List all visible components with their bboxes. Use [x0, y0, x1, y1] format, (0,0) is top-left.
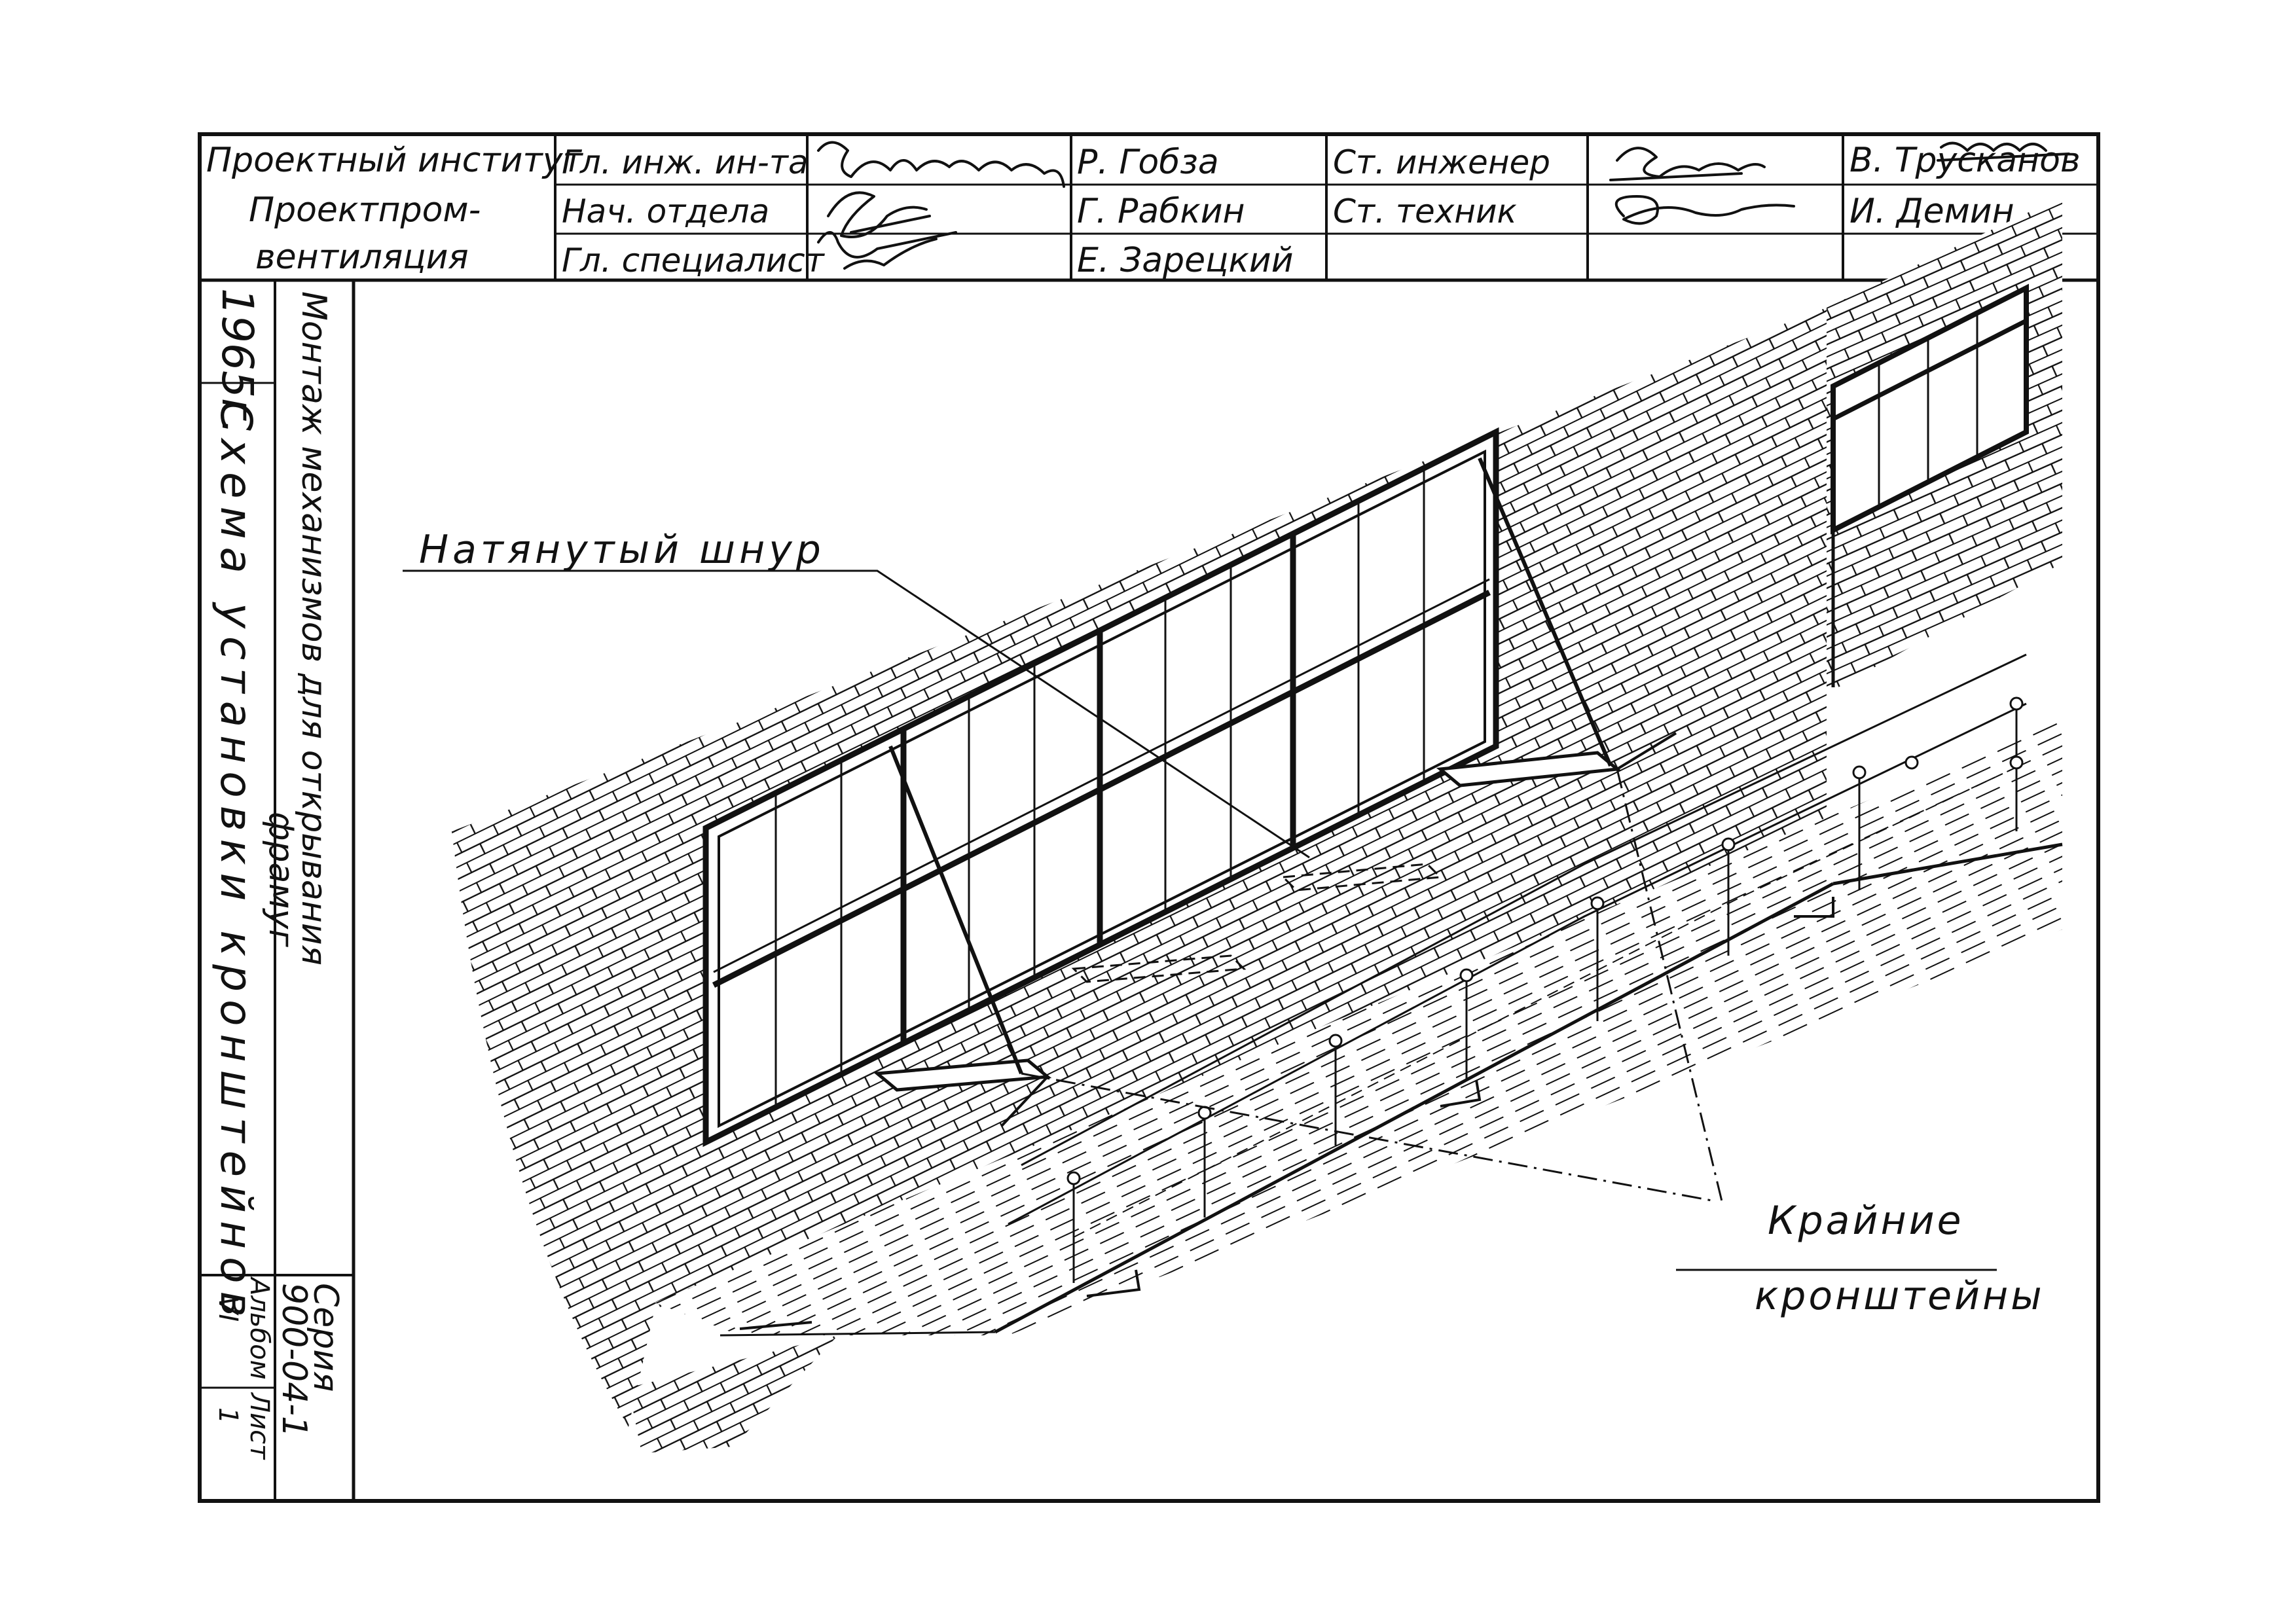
- subject-line-2: фрамуг: [261, 812, 301, 947]
- window-rods: [888, 457, 1613, 1075]
- slab-edges: [720, 842, 2063, 1337]
- callout-end-brackets-2: кронштейны: [1755, 1273, 2045, 1319]
- series-value: 900-04-1: [274, 1283, 314, 1437]
- side-column: 1965г. Схема установки кронштейнов Монта…: [211, 288, 345, 1460]
- string-lines: [1021, 768, 1723, 1202]
- sheet-label: Лист: [244, 1392, 274, 1460]
- role-chief-specialist: Гл. специалист: [562, 242, 826, 280]
- main-window: [702, 427, 1499, 1147]
- album-label: Альбом: [244, 1276, 274, 1380]
- signatures: [817, 141, 2070, 270]
- signature-department-head: [827, 191, 931, 238]
- sheet-frame: [198, 132, 2100, 1503]
- name-gobza: Р. Гобза: [1077, 143, 1219, 182]
- callout-end-brackets-1: Крайние: [1768, 1198, 1964, 1244]
- institute-line-1: Проектный институт: [206, 141, 584, 180]
- signature-senior-engineer: [1609, 147, 1766, 181]
- signature-chief-specialist: [817, 231, 957, 270]
- name-rabkin: Г. Рабкин: [1077, 192, 1245, 231]
- name-zaretsky: Е. Зарецкий: [1077, 241, 1294, 280]
- slab-hatch: [655, 720, 2062, 1335]
- role-chief-engineer: Гл. инж. ин-та: [562, 143, 809, 181]
- sheet-value: 1: [213, 1407, 243, 1424]
- role-senior-engineer: Ст. инженер: [1333, 143, 1550, 181]
- brick-wall-lower: [629, 1335, 838, 1453]
- role-department-head: Нач. отдела: [562, 192, 769, 230]
- name-truskanov: В. Трусканов: [1850, 141, 2081, 180]
- institute-line-3: вентиляция: [255, 238, 469, 277]
- album-value: VI: [213, 1296, 243, 1322]
- name-demin: И. Демин: [1850, 192, 2014, 231]
- signature-chief-engineer: [817, 141, 1065, 188]
- role-senior-technician: Ст. техник: [1333, 192, 1517, 230]
- signature-senior-technician: [1614, 195, 1795, 225]
- sheet-title: Схема установки кронштейнов: [211, 401, 261, 1324]
- title-block: Проектный институт Проектпром- вентиляци…: [206, 141, 2081, 280]
- series-label: Серия: [306, 1283, 345, 1392]
- upper-window: [1831, 283, 2029, 687]
- institute-line-2: Проектпром-: [249, 190, 481, 230]
- callout-taut-string: Натянутый шнур: [419, 527, 825, 573]
- signature-truskanov: [1937, 141, 2070, 162]
- year: 1965г.: [212, 288, 263, 435]
- callout-leaders: [403, 569, 1997, 1271]
- railing: [1008, 653, 2027, 1283]
- isometric-drawing: Натянутый шнур Крайние кронштейны: [403, 196, 2063, 1453]
- subject-line-1: Монтаж механизмов для открывания: [294, 291, 333, 965]
